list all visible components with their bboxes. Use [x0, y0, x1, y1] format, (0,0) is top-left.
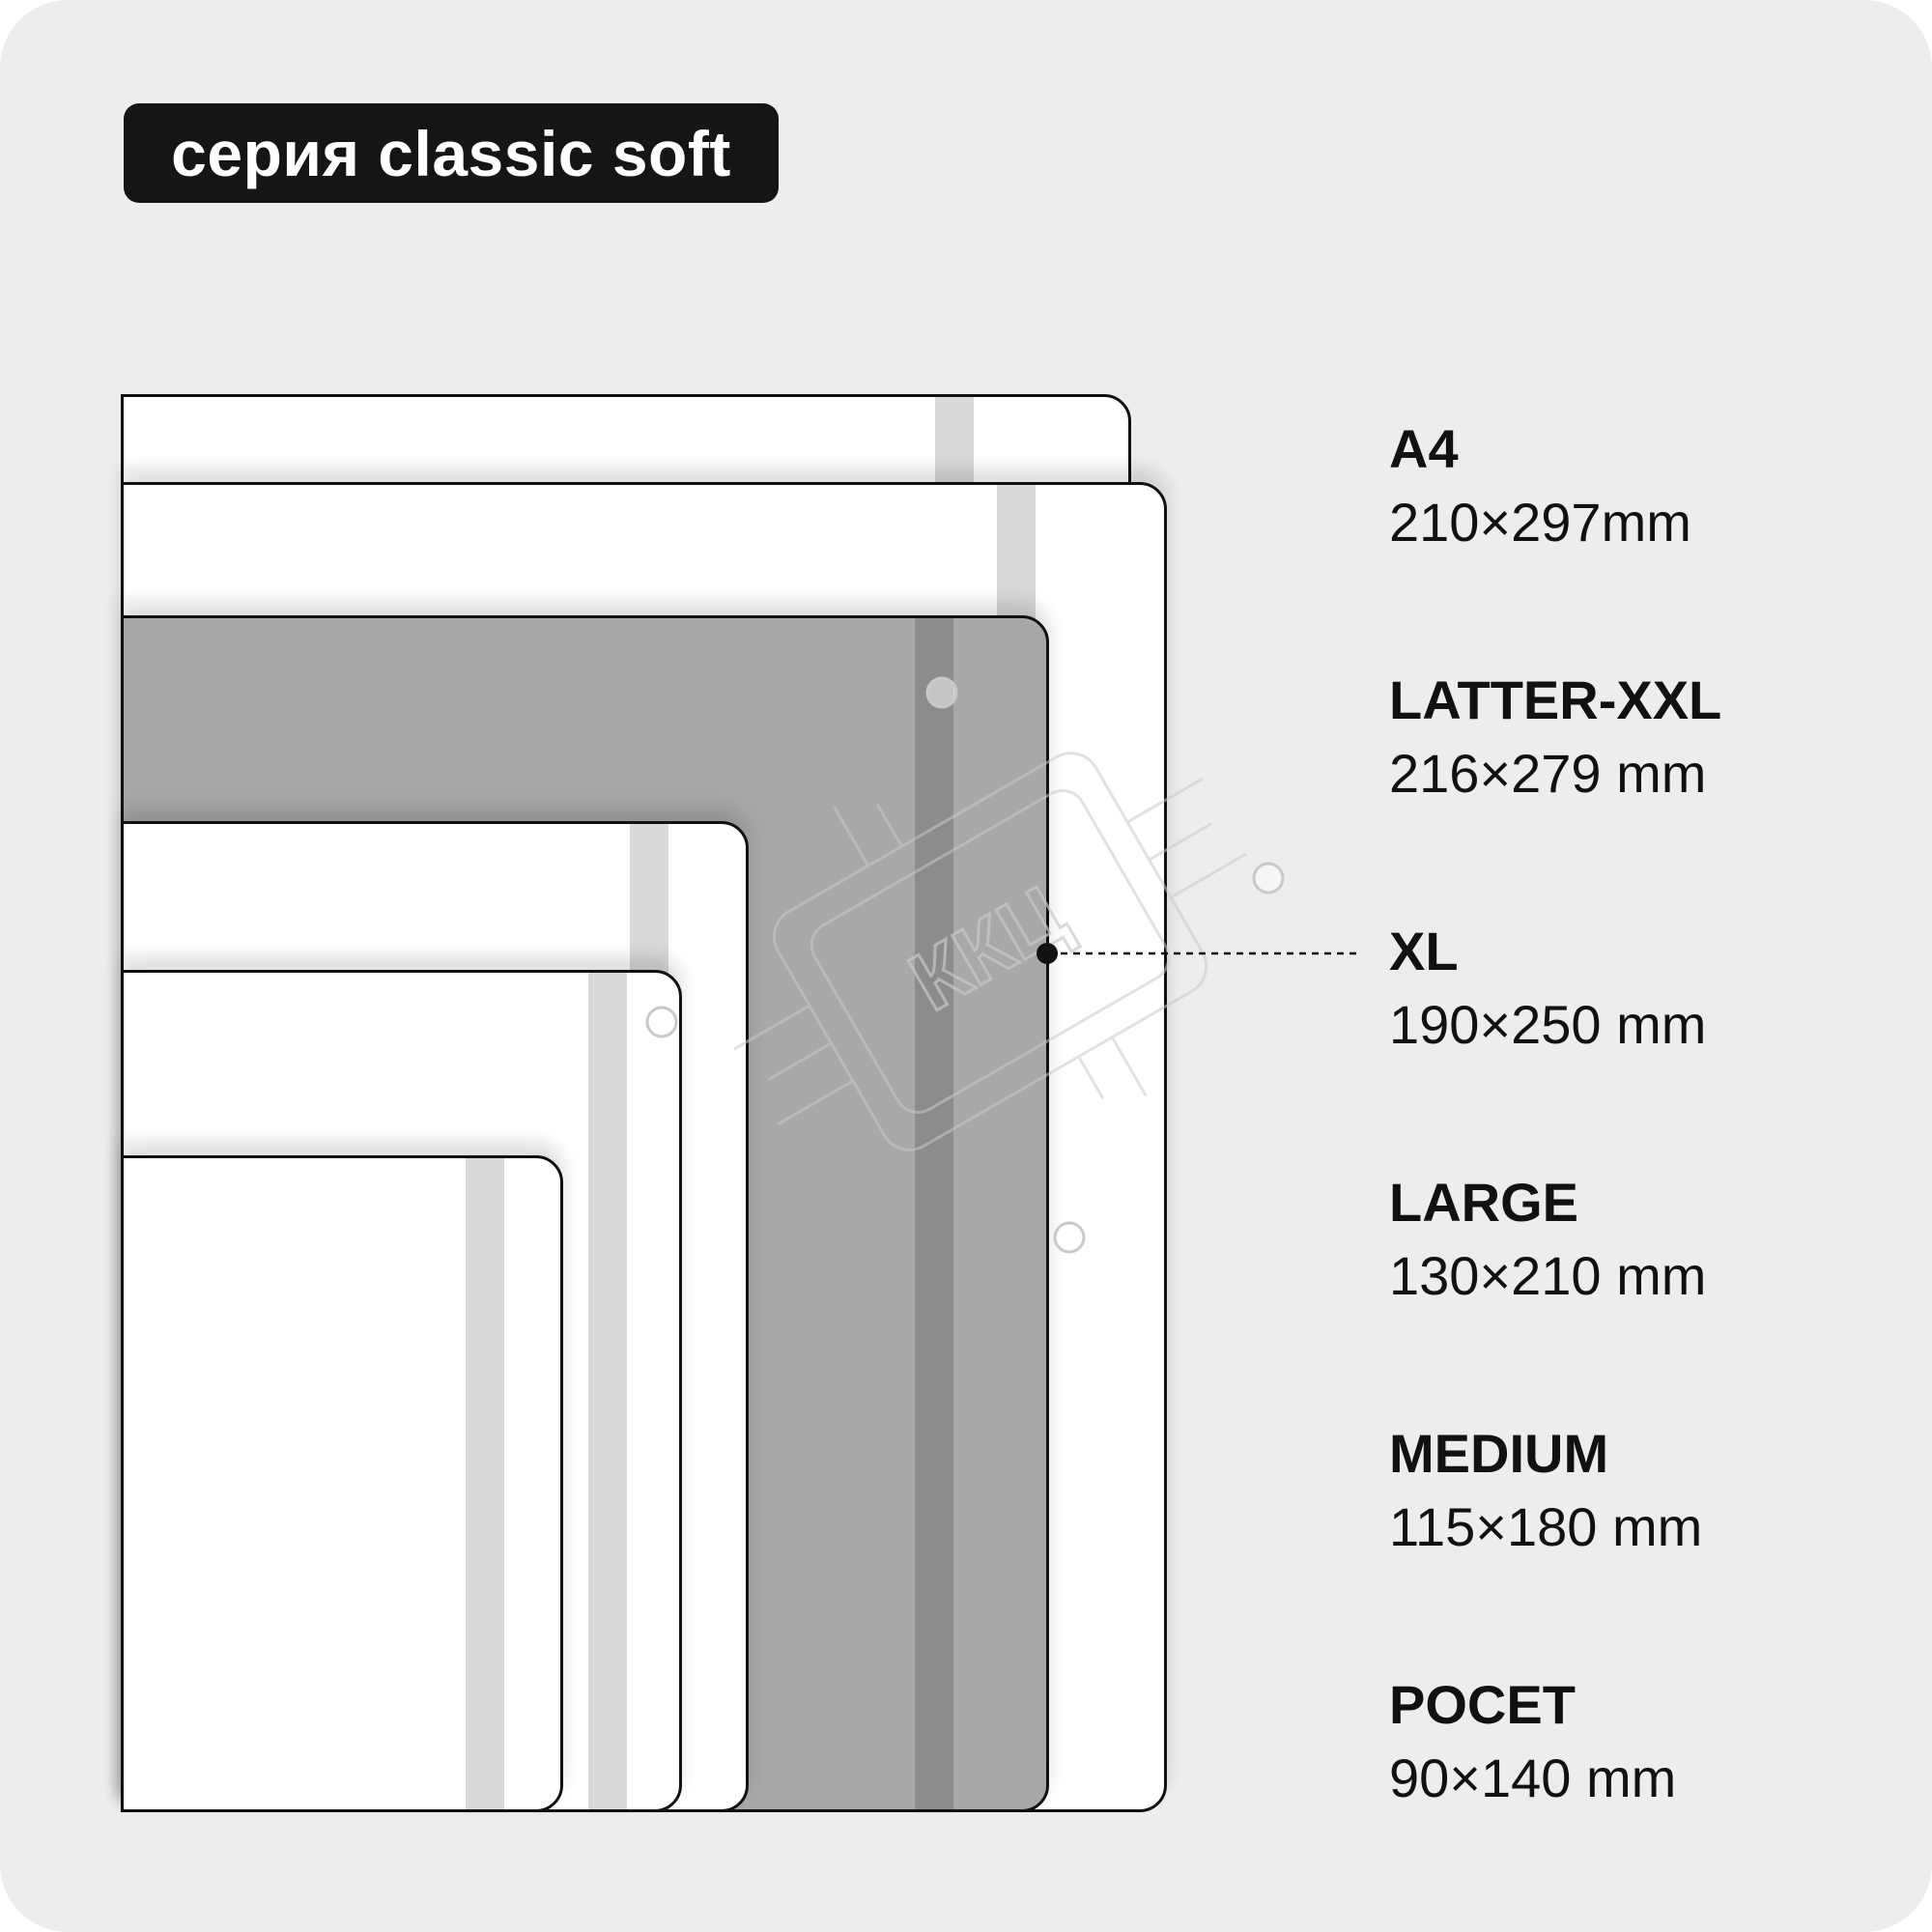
size-dimensions: 130×210 mm: [1389, 1245, 1707, 1306]
size-dimensions: 216×279 mm: [1389, 743, 1707, 804]
watermark-logo: [733, 752, 1247, 1151]
series-title-badge: серия classic soft: [124, 103, 779, 203]
notebook-pocet: [121, 1155, 563, 1812]
size-label-a4: A4 210×297mm: [1389, 417, 1691, 554]
size-name: XL: [1389, 921, 1459, 981]
size-name: LARGE: [1389, 1172, 1578, 1233]
watermark-dot: [1053, 1221, 1086, 1254]
size-dimensions: 210×297mm: [1389, 492, 1691, 553]
size-name: LATTER-XXL: [1389, 669, 1722, 730]
size-label-xl: XL 190×250 mm: [1389, 920, 1706, 1057]
size-name: POCET: [1389, 1674, 1576, 1735]
size-name: MEDIUM: [1389, 1423, 1609, 1484]
size-dimensions: 90×140 mm: [1389, 1747, 1677, 1808]
size-label-medium: MEDIUM 115×180 mm: [1389, 1422, 1702, 1559]
elastic-band: [588, 973, 627, 1809]
elastic-band: [915, 618, 953, 1809]
size-label-latter-xxl: LATTER-XXL 216×279 mm: [1389, 668, 1721, 806]
xl-marker-dot: [1037, 943, 1058, 964]
size-dimensions: 115×180 mm: [1389, 1496, 1703, 1557]
size-dimensions: 190×250 mm: [1389, 994, 1707, 1055]
elastic-band: [466, 1158, 504, 1809]
size-label-large: LARGE 130×210 mm: [1389, 1171, 1706, 1308]
watermark-dot: [1252, 862, 1285, 895]
size-label-pocet: POCET 90×140 mm: [1389, 1673, 1676, 1810]
watermark-dot: [645, 1006, 678, 1038]
series-title: серия classic soft: [171, 117, 731, 189]
size-name: A4: [1389, 418, 1459, 479]
watermark-dot: [925, 676, 958, 709]
